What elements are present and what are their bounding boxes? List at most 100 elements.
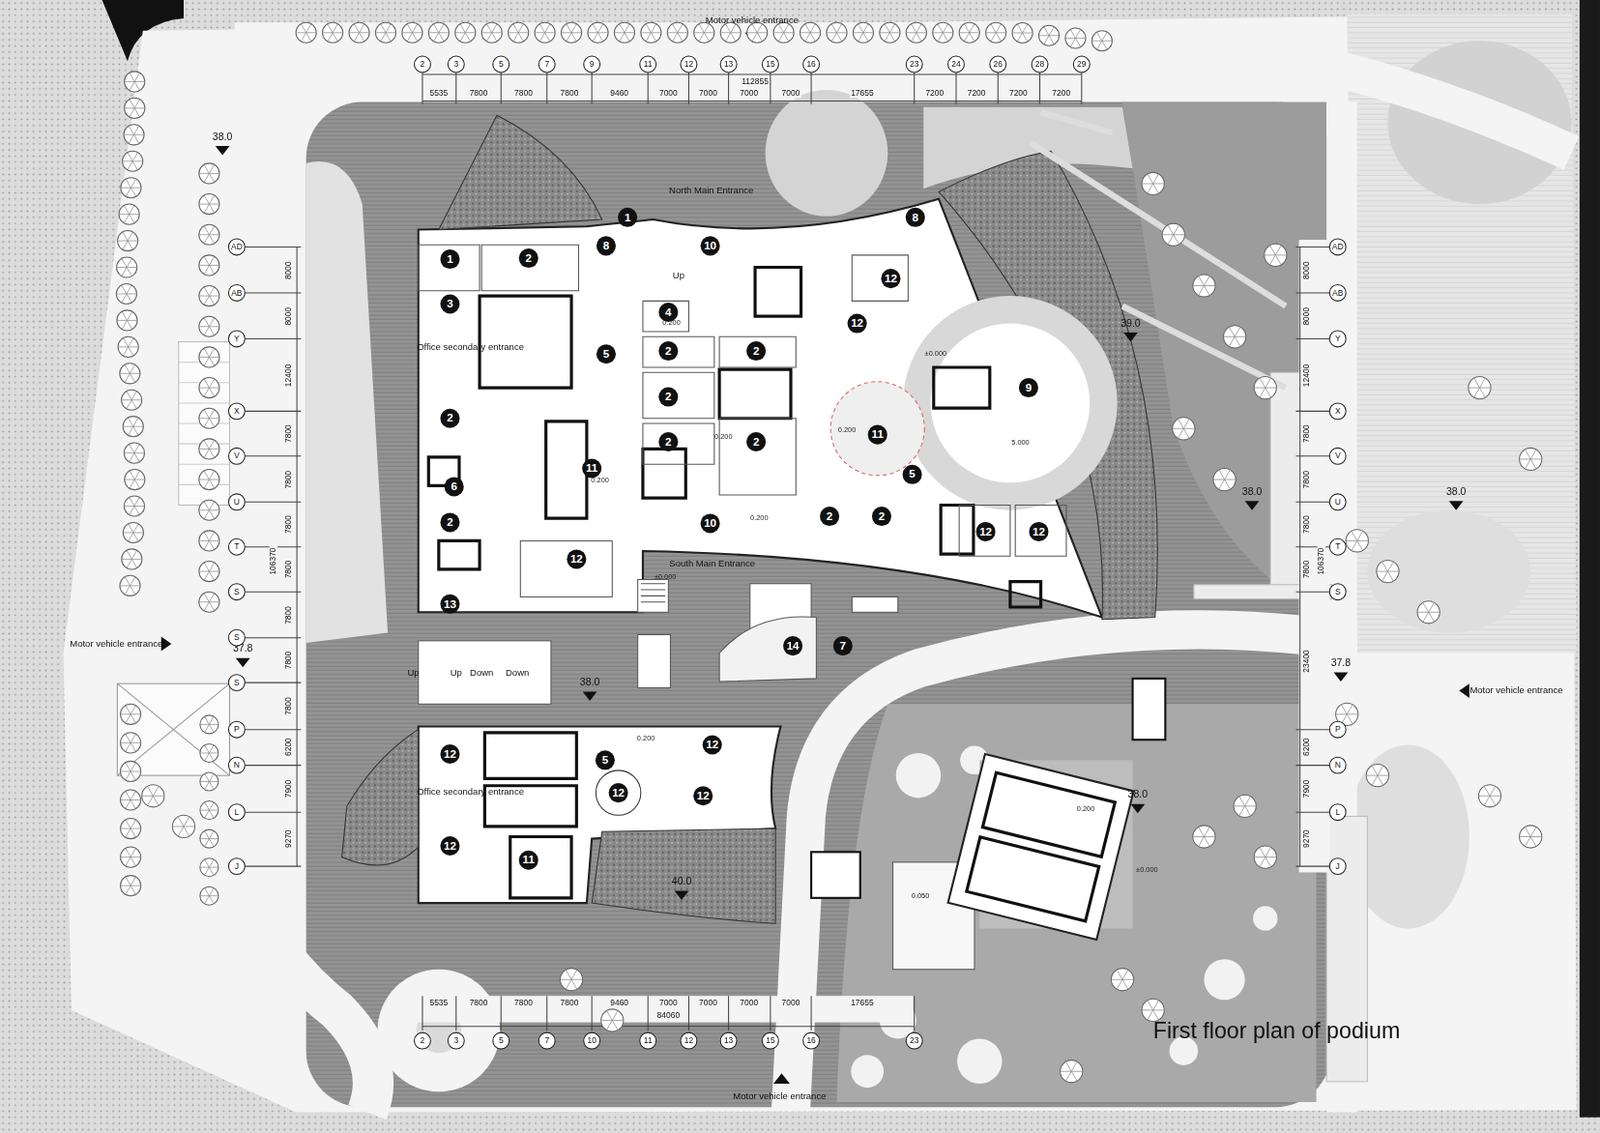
- callout-number: 9: [1018, 378, 1039, 398]
- tree-symbol: [1213, 467, 1236, 491]
- callout-number: 5: [596, 344, 616, 364]
- dimension-text: 8000: [284, 306, 292, 327]
- grid-label: 13: [720, 56, 738, 74]
- elevation-mark: 40.0: [671, 876, 693, 888]
- tree-symbol: [120, 760, 142, 782]
- plan-text: Up: [450, 669, 463, 678]
- dimension-text: 9460: [609, 998, 630, 1007]
- grid-label: AD: [228, 237, 246, 256]
- dimension-text: 7800: [1303, 559, 1311, 581]
- tree-symbol: [1065, 28, 1086, 49]
- tree-symbol: [120, 875, 142, 897]
- plan-text: Motor vehicle entrance: [732, 1092, 826, 1102]
- dimension-text: 7000: [738, 998, 759, 1007]
- tree-symbol: [986, 22, 1007, 43]
- dimension-text: 23400: [1303, 648, 1311, 674]
- dimension-text: 7200: [1008, 89, 1029, 98]
- dimension-text: 9460: [609, 89, 630, 98]
- grid-label: J: [228, 857, 246, 875]
- tree-symbol: [199, 499, 220, 521]
- grid-label: AD: [1329, 237, 1347, 256]
- tree-symbol: [559, 968, 582, 991]
- callout-number: 11: [519, 850, 539, 871]
- tree-symbol: [455, 22, 476, 43]
- grid-label: 16: [802, 1032, 820, 1050]
- elevation-mark: 38.0: [580, 677, 601, 689]
- tree-symbol: [1172, 417, 1195, 440]
- tree-symbol: [122, 150, 144, 172]
- tree-symbol: [199, 286, 220, 307]
- tree-symbol: [1264, 243, 1287, 266]
- dimension-text: 9270: [1303, 828, 1311, 849]
- dimension-text: 7000: [781, 89, 802, 98]
- grid-label: N: [228, 756, 246, 775]
- tree-symbol: [120, 789, 142, 811]
- elevation-triangle: [1449, 500, 1464, 510]
- dimension-text: 7800: [284, 514, 292, 535]
- callout-number: 2: [746, 341, 766, 361]
- grid-label: 26: [989, 56, 1007, 74]
- tree-symbol: [199, 316, 220, 337]
- grid-label: L: [228, 803, 246, 821]
- callout-number: 12: [609, 783, 629, 803]
- plan-text: Office secondary entrance: [416, 342, 524, 351]
- dimension-text: 17655: [849, 998, 875, 1007]
- callout-number: 12: [1028, 522, 1048, 542]
- tree-symbol: [1233, 794, 1256, 817]
- dimension-text: 112855: [740, 77, 770, 86]
- grid-label: 10: [582, 1032, 601, 1050]
- tree-symbol: [1519, 447, 1542, 470]
- elevation-triangle: [1334, 672, 1349, 682]
- grid-label: AB: [1329, 284, 1347, 302]
- tree-symbol: [124, 71, 146, 92]
- dimension-text: 6200: [1303, 736, 1311, 757]
- tree-symbol: [375, 22, 396, 43]
- tree-symbol: [428, 22, 449, 43]
- tree-symbol: [852, 22, 873, 43]
- level-text: 0.200: [750, 513, 769, 521]
- grid-label: X: [1329, 402, 1347, 420]
- grid-label: 5: [492, 1032, 510, 1050]
- callout-number: 2: [872, 506, 892, 526]
- tree-symbol: [116, 310, 138, 331]
- grid-label: 16: [802, 56, 820, 74]
- tree-symbol: [200, 743, 219, 762]
- grid-label: Y: [228, 329, 246, 348]
- tree-symbol: [200, 715, 219, 734]
- callout-number: 8: [596, 235, 616, 256]
- elevation-triangle: [674, 890, 690, 900]
- callout-number: 1: [617, 207, 638, 228]
- grid-label: U: [1329, 493, 1347, 511]
- tree-symbol: [1223, 325, 1247, 349]
- tree-symbol: [120, 703, 142, 725]
- dimension-text: 7900: [284, 778, 292, 799]
- callout-number: 2: [658, 341, 678, 361]
- tree-symbol: [120, 732, 142, 754]
- dimension-text: 7800: [284, 423, 292, 444]
- grid-label: 9: [582, 56, 601, 74]
- tree-symbol: [587, 22, 609, 43]
- tree-symbol: [349, 22, 370, 43]
- tree-symbol: [481, 22, 502, 43]
- dimension-text: 8000: [284, 260, 292, 281]
- tree-symbol: [1060, 1060, 1083, 1083]
- level-text: 0.200: [637, 733, 656, 741]
- dimension-text: 7800: [513, 998, 534, 1007]
- tree-symbol: [402, 22, 423, 43]
- tree-symbol: [116, 283, 137, 304]
- grid-label: X: [228, 402, 246, 420]
- tree-symbol: [199, 255, 220, 276]
- tree-symbol: [200, 772, 219, 791]
- tree-symbol: [1478, 785, 1501, 808]
- tree-symbol: [1012, 22, 1033, 43]
- grid-label: 28: [1031, 56, 1049, 74]
- plan-text: Office secondary entrance: [416, 786, 524, 796]
- grid-label: 23: [905, 1032, 924, 1050]
- dimension-text: 7000: [698, 998, 719, 1007]
- tree-symbol: [601, 1009, 624, 1032]
- tree-symbol: [694, 22, 715, 43]
- dimension-text: 106370: [1317, 546, 1326, 576]
- grid-label: Y: [1329, 329, 1347, 348]
- tree-symbol: [613, 22, 635, 43]
